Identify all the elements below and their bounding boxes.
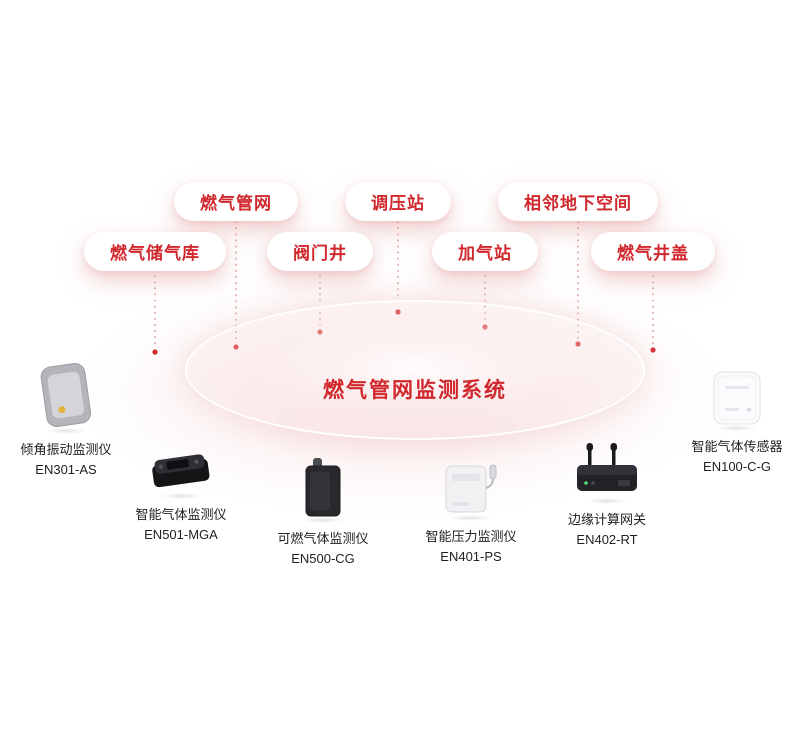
device-smart-gas-sensor: 智能气体传感器 EN100-C-G — [657, 368, 800, 474]
device-edge-computing-gateway: 边缘计算网关 EN402-RT — [527, 443, 687, 547]
device-shadow — [710, 424, 764, 432]
device-name: 智能气体监测仪 — [135, 507, 227, 522]
smart-gas-monitor-image — [152, 454, 210, 488]
pill-gas-manhole-cover: 燃气井盖 — [591, 232, 715, 271]
pill-valve-well: 阀门井 — [267, 232, 373, 271]
edge-computing-gateway-image — [577, 443, 637, 491]
device-shadow — [154, 492, 208, 500]
combustible-gas-monitor-image — [305, 458, 341, 517]
device-shadow — [296, 516, 350, 524]
device-model: EN100-C-G — [703, 459, 771, 474]
device-model: EN402-RT — [576, 532, 638, 547]
device-model: EN500-CG — [291, 551, 355, 566]
device-name: 智能压力监测仪 — [425, 529, 517, 544]
system-ellipse — [185, 300, 645, 440]
pill-adjacent-underground-space: 相邻地下空间 — [498, 182, 658, 221]
device-smart-pressure-monitor: 智能压力监测仪 EN401-PS — [391, 458, 551, 564]
device-model: EN501-MGA — [144, 527, 218, 542]
device-model: EN301-AS — [35, 462, 97, 477]
device-model: EN401-PS — [440, 549, 502, 564]
pill-gas-pipeline-network: 燃气管网 — [174, 182, 298, 221]
device-name: 可燃气体监测仪 — [277, 531, 369, 546]
device-shadow — [580, 497, 634, 505]
device-combustible-gas-monitor: 可燃气体监测仪 EN500-CG — [243, 456, 403, 566]
tilt-vibration-monitor-image — [40, 363, 92, 427]
device-name: 边缘计算网关 — [567, 512, 646, 527]
smart-gas-sensor-image — [713, 371, 761, 425]
device-name: 智能气体传感器 — [691, 439, 783, 454]
device-tilt-vibration-monitor: 倾角振动监测仪 EN301-AS — [0, 361, 146, 477]
pill-gas-filling-station: 加气站 — [432, 232, 538, 271]
smart-pressure-monitor-image — [445, 464, 497, 513]
pill-pressure-regulating-station: 调压站 — [345, 182, 451, 221]
device-name: 倾角振动监测仪 — [20, 442, 112, 457]
pill-gas-storage-depot: 燃气储气库 — [84, 232, 226, 271]
device-shadow — [39, 427, 93, 435]
system-title: 燃气管网监测系统 — [323, 379, 507, 402]
device-smart-gas-monitor: 智能气体监测仪 EN501-MGA — [101, 448, 261, 542]
device-shadow — [444, 514, 498, 522]
